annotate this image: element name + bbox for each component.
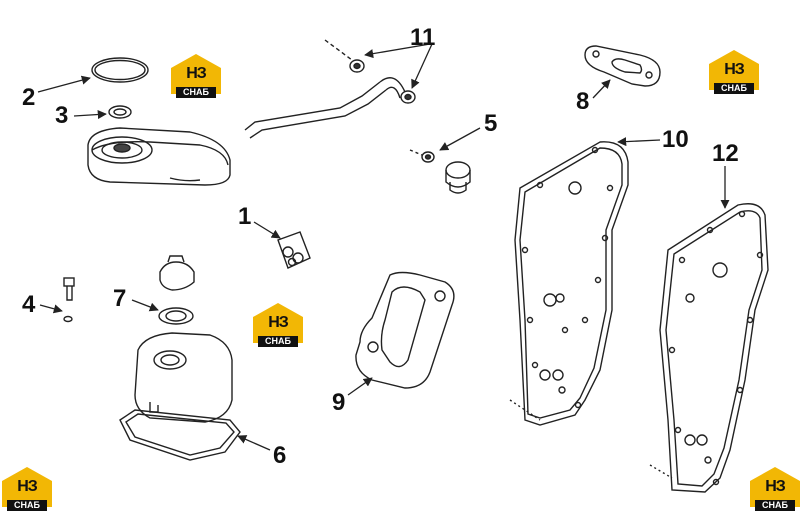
watermark-logo: НЗ СНАБ xyxy=(253,303,303,349)
part-3-seal xyxy=(108,105,132,119)
callout-9: 9 xyxy=(332,389,346,416)
part-4-bolt xyxy=(63,277,75,323)
callout-2: 2 xyxy=(22,84,36,111)
callout-7: 7 xyxy=(113,285,127,312)
callout-1: 1 xyxy=(238,203,252,230)
part-2-o-ring xyxy=(91,57,149,83)
watermark-logo: НЗ СНАБ xyxy=(2,467,52,513)
callout-3: 3 xyxy=(55,102,69,129)
part-5-plug xyxy=(409,149,471,194)
part-7-seal xyxy=(158,255,195,325)
part-8-gasket xyxy=(584,45,661,87)
part-10-cover-gasket xyxy=(509,141,629,426)
callout-10: 10 xyxy=(662,126,689,153)
part-11-oil-line xyxy=(244,39,416,139)
watermark-logo: НЗ СНАБ xyxy=(750,467,800,513)
part-6-housing-gasket xyxy=(119,332,241,461)
callout-12: 12 xyxy=(712,140,739,167)
watermark-logo: НЗ СНАБ xyxy=(709,50,759,96)
part-12-housing-gasket xyxy=(649,203,769,493)
watermark-logo: НЗ СНАБ xyxy=(171,54,221,100)
part-1-connector xyxy=(277,231,311,269)
leader-lines xyxy=(37,43,730,451)
callout-8: 8 xyxy=(576,88,590,115)
part-9-gasket xyxy=(355,271,455,389)
callout-5: 5 xyxy=(484,110,498,137)
watermark-shapes xyxy=(2,50,800,507)
callout-11: 11 xyxy=(410,24,436,51)
filter-head-housing xyxy=(87,127,231,186)
callout-4: 4 xyxy=(22,291,36,318)
callout-6: 6 xyxy=(273,442,287,469)
